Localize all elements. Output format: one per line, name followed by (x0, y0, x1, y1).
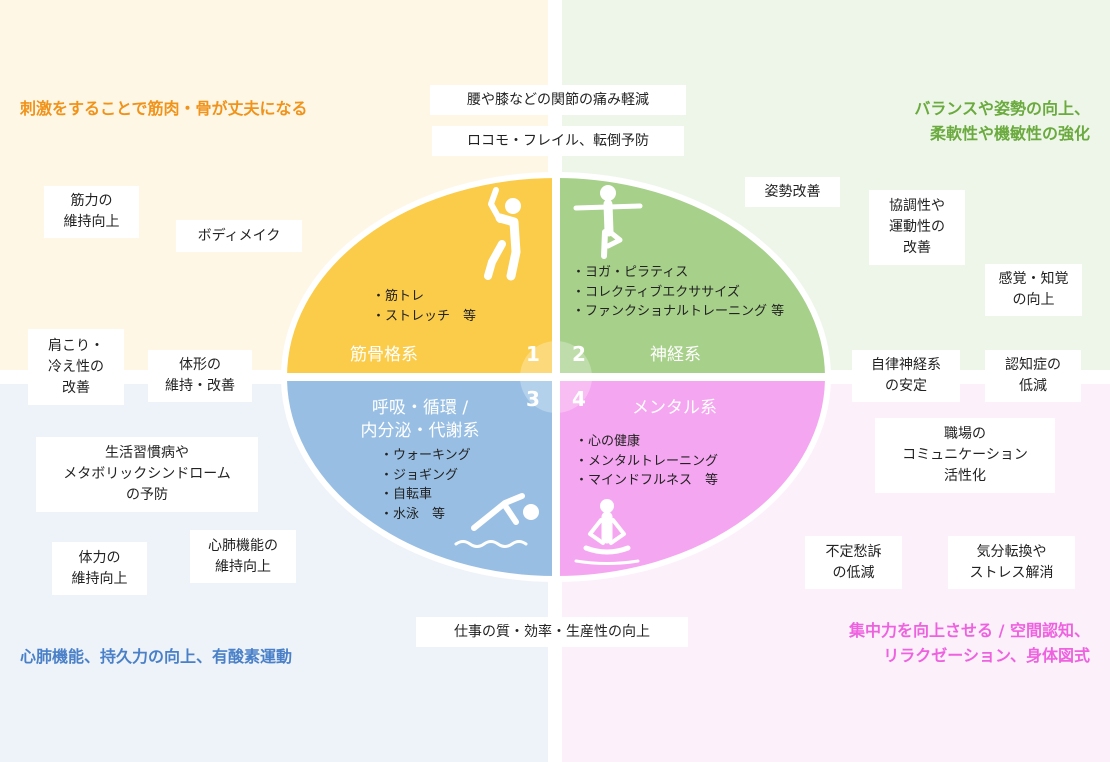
heading-bottom-right-line-1: 集中力を向上させる / 空間認知、 (849, 621, 1090, 640)
sector-4-title: メンタル系 (632, 398, 717, 418)
list-item: ・マインドフルネス 等 (575, 473, 719, 488)
sector-3-title: 呼吸・循環 / 内分泌・代謝系 (360, 398, 480, 441)
swimmer-icon (454, 493, 539, 548)
sector-1-title: 筋骨格系 (350, 345, 418, 365)
sector-3-items: ・ウォーキング ・ジョギング ・自転車 ・水泳 等 (380, 446, 471, 524)
sector-1-items: ・筋トレ ・ストレッチ 等 (372, 287, 476, 326)
effect-box-stamina: 体力の 維持向上 (52, 542, 147, 595)
sector-2-title: 神経系 (650, 345, 701, 365)
center-circle (520, 341, 592, 413)
list-item: ・ジョギング (380, 467, 459, 483)
list-item: ・水泳 等 (380, 506, 446, 522)
heading-top-right-line-1: バランスや姿勢の向上、 (914, 99, 1090, 118)
list-item: ・メンタルトレーニング (575, 453, 719, 469)
list-item: ・ストレッチ 等 (372, 308, 477, 324)
effect-box-complaints: 不定愁訴 の低減 (805, 536, 902, 589)
effect-box-locomo-frail: ロコモ・フレイル、転倒予防 (432, 126, 684, 156)
effect-box-stiff-shoulders: 肩こり・ 冷え性の 改善 (28, 329, 124, 405)
effect-box-joint-pain: 腰や膝などの関節の痛み軽減 (430, 85, 686, 115)
heading-top-right-line-2: 柔軟性や機敏性の強化 (929, 124, 1090, 143)
heading-top-left: 刺激をすることで筋肉・骨が丈夫になる (20, 99, 308, 118)
effect-box-body-shape: 体形の 維持・改善 (148, 350, 252, 402)
list-item: ・心の健康 (575, 434, 641, 449)
sector-4-number: 4 (572, 387, 586, 411)
sector-4-items: ・心の健康 ・メンタルトレーニング ・マインドフルネス 等 (575, 432, 718, 491)
sector-2-number: 2 (572, 342, 586, 366)
stretching-person-icon (484, 187, 521, 281)
heading-bottom-right-line-2: リラクゼーション、身体図式 (883, 646, 1090, 665)
effect-box-lifestyle-disease: 生活習慣病や メタボリックシンドローム の予防 (36, 437, 258, 512)
list-item: ・コレクティブエクササイズ (572, 284, 740, 300)
effect-box-workplace-communication: 職場の コミュニケーション 活性化 (875, 418, 1055, 493)
yoga-tree-pose-icon (573, 185, 643, 259)
list-item: ・ヨガ・ピラティス (572, 265, 689, 280)
effect-box-coordination: 協調性や 運動性の 改善 (869, 190, 965, 265)
effect-box-muscle-strength: 筋力の 維持向上 (44, 186, 139, 238)
sector-1-number: 1 (526, 342, 540, 366)
effect-box-body-make: ボディメイク (176, 220, 302, 252)
effect-box-posture: 姿勢改善 (745, 177, 840, 207)
effect-box-autonomic: 自律神経系 の安定 (852, 350, 960, 402)
list-item: ・ウォーキング (380, 448, 471, 463)
meditation-icon (574, 499, 640, 565)
effect-box-stress-relief: 気分転換や ストレス解消 (948, 536, 1075, 589)
effect-box-cardiopulmonary: 心肺機能の 維持向上 (190, 530, 296, 583)
effect-box-sensory: 感覚・知覚 の向上 (985, 264, 1082, 316)
heading-bottom-right: 集中力を向上させる / 空間認知、 リラクゼーション、身体図式 (770, 618, 1090, 668)
heading-top-right: バランスや姿勢の向上、 柔軟性や機敏性の強化 (790, 96, 1090, 146)
effect-box-dementia: 認知症の 低減 (985, 350, 1081, 402)
list-item: ・ファンクショナルトレーニング 等 (572, 304, 785, 319)
heading-bottom-left: 心肺機能、持久力の向上、有酸素運動 (20, 647, 293, 666)
sector-2-items: ・ヨガ・ピラティス ・コレクティブエクササイズ ・ファンクショナルトレーニング … (572, 263, 784, 322)
list-item: ・自転車 (380, 487, 433, 502)
list-item: ・筋トレ (372, 289, 425, 304)
effect-box-work-quality: 仕事の質・効率・生産性の向上 (416, 617, 688, 647)
sector-3-number: 3 (526, 387, 540, 411)
